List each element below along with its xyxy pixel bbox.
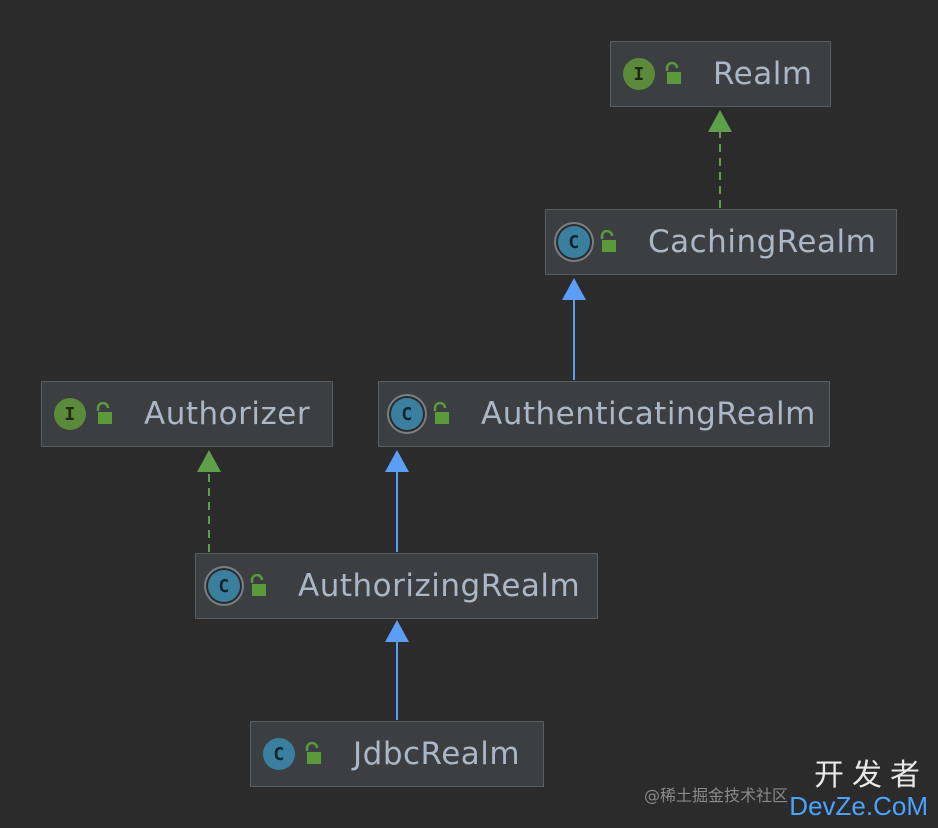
interface-icon: I <box>623 58 655 90</box>
node-caching-realm[interactable]: C CachingRealm <box>545 209 897 275</box>
watermark-source: @稀土掘金技术社区 <box>643 786 788 805</box>
arrowhead-caching <box>562 278 586 300</box>
arrowhead-authorizing <box>385 620 409 642</box>
node-label: Authorizer <box>144 396 311 432</box>
node-authorizer[interactable]: I Authorizer <box>41 381 333 447</box>
unlocked-icon <box>433 402 449 424</box>
watermark: 开发者 DevZe.CoM <box>789 758 928 821</box>
unlocked-icon <box>250 574 266 596</box>
unlocked-icon <box>600 230 616 252</box>
unlocked-icon <box>96 402 112 424</box>
abstract-class-icon: C <box>391 398 423 430</box>
node-jdbc-realm[interactable]: C JdbcRealm <box>250 721 544 787</box>
unlocked-icon <box>665 62 681 84</box>
arrowhead-realm <box>708 110 732 132</box>
class-icon: C <box>263 738 295 770</box>
node-authorizing-realm[interactable]: C AuthorizingRealm <box>195 553 598 619</box>
interface-icon: I <box>54 398 86 430</box>
abstract-class-icon: C <box>208 570 240 602</box>
abstract-class-icon: C <box>558 226 590 258</box>
node-authenticating-realm[interactable]: C AuthenticatingRealm <box>378 381 830 447</box>
watermark-cn: 开发者 <box>814 758 928 793</box>
node-label: CachingRealm <box>648 224 877 260</box>
watermark-en: DevZe.CoM <box>789 791 928 821</box>
unlocked-icon <box>305 742 321 764</box>
node-label: AuthorizingRealm <box>298 568 581 604</box>
node-realm[interactable]: I Realm <box>610 41 831 107</box>
node-label: AuthenticatingRealm <box>481 396 816 432</box>
node-label: JdbcRealm <box>353 736 521 772</box>
node-label: Realm <box>713 56 813 92</box>
arrowhead-authorizer <box>197 450 221 472</box>
arrowhead-authenticating <box>385 450 409 472</box>
